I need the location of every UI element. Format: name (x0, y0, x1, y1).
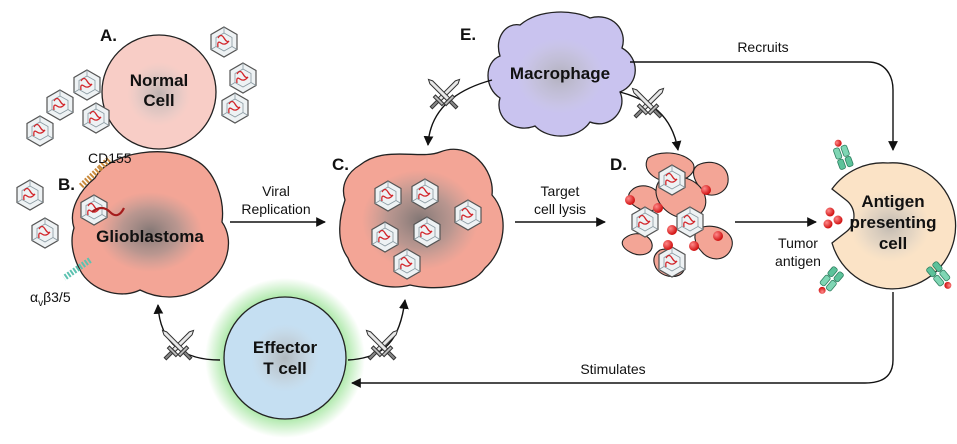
macrophage-label: Macrophage (510, 64, 610, 83)
label-e: E. (460, 25, 476, 44)
apc-label: Antigen (861, 192, 924, 211)
apc-label-2: presenting (850, 213, 937, 232)
tumor-antigen-dots (625, 185, 723, 251)
virus-icon (26, 115, 54, 147)
viral-rna-entry (91, 206, 125, 217)
tcell-to-tumor-arrow (347, 299, 409, 361)
viral-replication-label: Viral (262, 183, 290, 199)
macrophage-cell: Macrophage (487, 11, 636, 137)
normal-cell-label-2: Cell (143, 91, 174, 110)
virus-icon (16, 179, 44, 211)
virus-icon (31, 217, 59, 249)
virus-icon (73, 69, 101, 101)
cd155-receptor (78, 155, 113, 189)
stimulates-label: Stimulates (580, 361, 645, 377)
receptor-icon (829, 137, 855, 171)
stimulates-arrow (351, 292, 894, 388)
effector-t-cell-label-2: T cell (263, 359, 306, 378)
crossed-swords-icon (627, 83, 669, 122)
integrin-receptor (62, 257, 92, 281)
virus-icon (229, 62, 257, 94)
label-d: D. (610, 155, 627, 174)
macrophage-to-lysis-arrow (619, 91, 682, 151)
glioblastoma-label: Glioblastoma (96, 227, 204, 246)
label-c: C. (332, 155, 349, 174)
crossed-swords-icon (157, 325, 199, 364)
cd155-label: CD155 (88, 150, 132, 166)
recruits-label: Recruits (737, 39, 788, 55)
virus-icon (210, 26, 238, 58)
crossed-swords-icon (361, 325, 403, 364)
normal-cell-label: Normal (130, 71, 189, 90)
apc-label-3: cell (879, 234, 907, 253)
glioblastoma-cell: Glioblastoma (71, 151, 230, 298)
virus-icon (631, 206, 659, 238)
integrin-label: αvβ3/5 (30, 289, 71, 309)
label-a: A. (100, 26, 117, 45)
normal-cell: Normal Cell (101, 34, 217, 150)
recruits-arrow (630, 61, 898, 151)
effector-t-cell-label: Effector (253, 338, 318, 357)
cell-lysis-label: Target (541, 183, 580, 199)
virus-icon (221, 92, 249, 124)
label-b: B. (58, 175, 75, 194)
receptor-icon (814, 265, 845, 299)
cell-lysis-label-2: cell lysis (534, 201, 586, 217)
tumor-antigen-label: Tumor (778, 235, 818, 251)
antigen-presenting-cell: Antigen presenting cell (831, 162, 957, 290)
viral-replication-label-2: Replication (241, 201, 310, 217)
tumor-antigen-label-2: antigen (775, 253, 821, 269)
antigen-dots-apc (823, 207, 843, 229)
virus-icon (46, 89, 74, 121)
effector-t-cell: Effector T cell (205, 278, 365, 438)
